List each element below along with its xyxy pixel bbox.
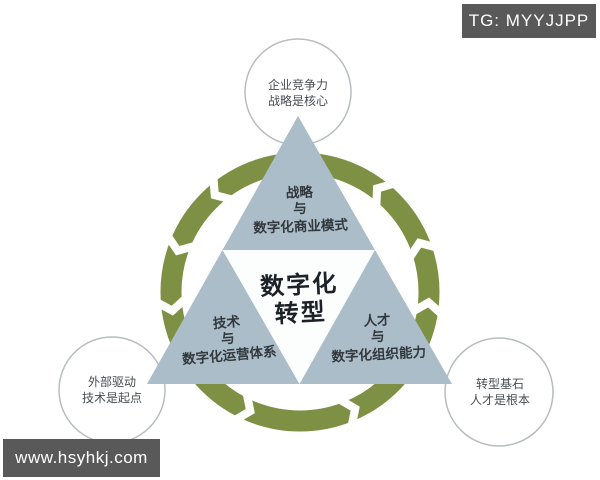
ring-arrow-icon (335, 397, 360, 428)
ring-arrow-icon (156, 294, 186, 316)
triangle-bl-line2: 与 (220, 330, 235, 346)
triangle-br-line3: 数字化组织能力 (331, 344, 426, 365)
triangle-bl-line1: 技术 (212, 313, 241, 331)
triangle-top-line3: 数字化商业模式 (253, 216, 349, 235)
center-title: 数字化 转型 (260, 269, 339, 329)
triangle-top-line2: 与 (293, 201, 307, 216)
bottom-right-concept-circle (444, 337, 554, 447)
bottom-right-circle-line1: 转型基石 (476, 376, 524, 391)
ring-arrow-icon (408, 238, 438, 262)
triangle-top-label: 战略 与 数字化商业模式 (253, 184, 349, 236)
telegram-watermark-badge: TG: MYYJJPP (462, 4, 596, 38)
ring-arrow-icon (209, 174, 236, 203)
ring-arrow-icon (230, 392, 255, 422)
top-circle-line2: 战略是核心 (268, 93, 328, 108)
bottom-right-circle-line2: 人才是根本 (470, 393, 530, 407)
ring-arrow-icon (413, 297, 443, 319)
top-circle-line1: 企业竞争力 (268, 77, 328, 92)
bottom-left-circle-line1: 外部驱动 (88, 374, 136, 389)
triangle-br-line2: 与 (371, 329, 385, 345)
ring-arrow-gaps (156, 174, 443, 428)
bottom-left-circle-line2: 技术是起点 (82, 391, 142, 405)
center-title-line2: 转型 (274, 298, 327, 329)
ring-arrow-icon (166, 231, 197, 256)
triangle-top-line1: 战略 (286, 184, 314, 201)
center-title-line1: 数字化 (260, 269, 339, 301)
triangle-br-line1: 人才 (363, 311, 391, 328)
inner-inverted-triangle (222, 250, 375, 384)
website-watermark-badge: www.hsyhkj.com (3, 439, 160, 477)
ring-arrow-icon (372, 180, 398, 209)
bottom-left-concept-circle (58, 336, 166, 444)
triangle-bottom-right-label: 人才 与 数字化组织能力 (331, 311, 426, 365)
